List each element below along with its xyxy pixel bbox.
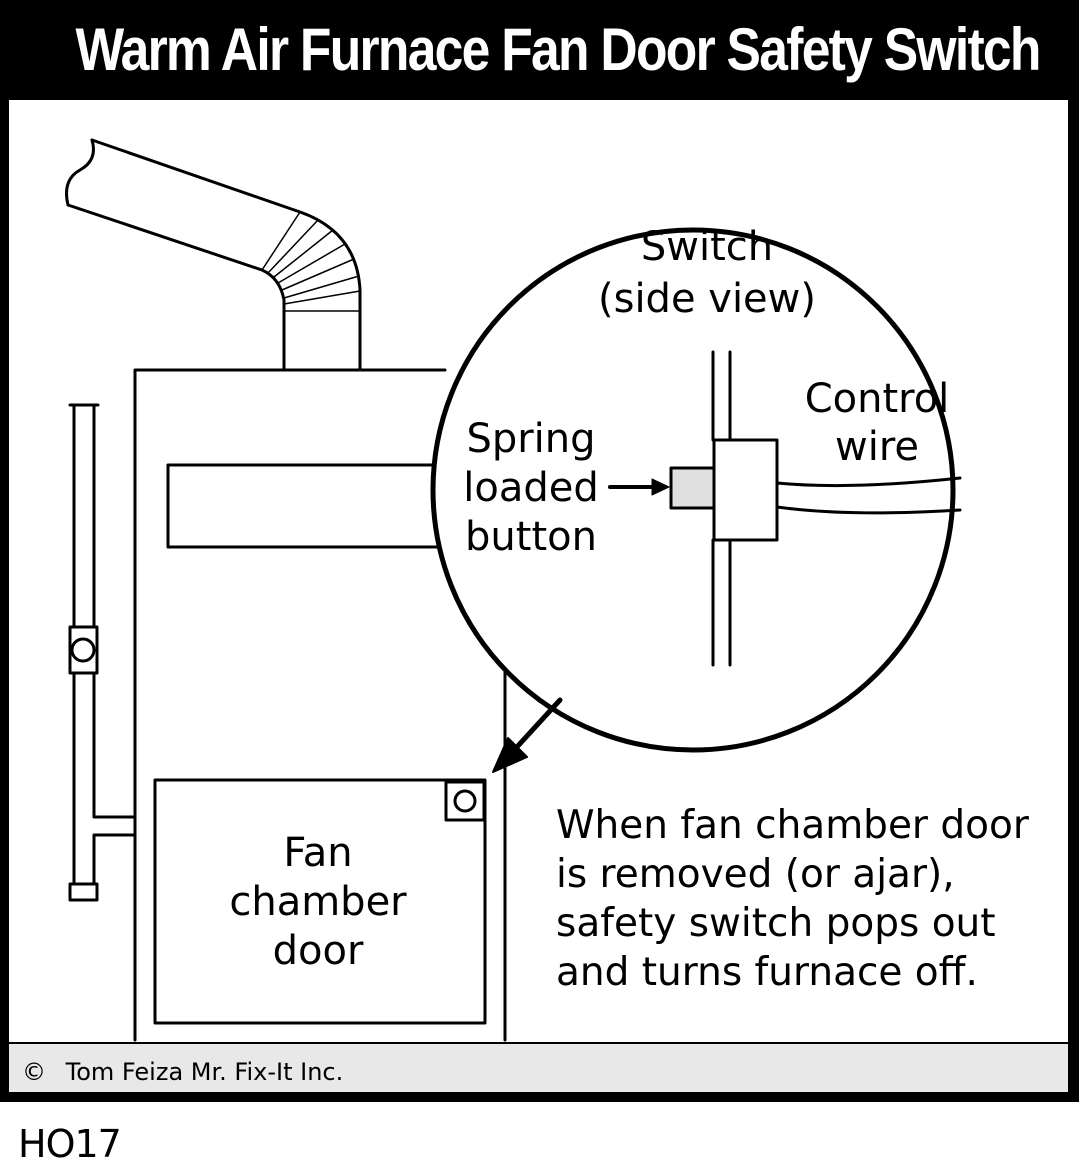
copyright-symbol: © <box>22 1058 46 1086</box>
button-arrow-head <box>651 478 670 496</box>
switch-label-line2: (side view) <box>598 276 816 322</box>
pointer-arrow-head <box>492 737 528 773</box>
note-line1: When fan chamber door <box>556 803 1030 848</box>
door-label-line1: Fan <box>283 830 352 876</box>
duct-ribs <box>261 211 361 312</box>
duct-cut-end <box>65 138 95 207</box>
title-bar: Warm Air Furnace Fan Door Safety Switch <box>0 0 1079 100</box>
illustration-code: HO17 <box>18 1122 122 1166</box>
control-wire-label-line1: Control <box>805 376 950 422</box>
spring-label-line3: button <box>465 514 597 560</box>
note-line3: safety switch pops out <box>556 901 996 946</box>
duct-elbow <box>66 138 362 372</box>
spring-label-line1: Spring <box>466 416 595 462</box>
copyright-credit: © Tom Feiza Mr. Fix-It Inc. <box>22 1058 343 1086</box>
switch-body <box>712 438 779 542</box>
note-line4: and turns furnace off. <box>556 950 978 995</box>
credit-text: Tom Feiza Mr. Fix-It Inc. <box>65 1058 344 1086</box>
switch-label-line1: Switch <box>641 224 773 270</box>
door-label-line3: door <box>273 928 364 974</box>
spring-label-line2: loaded <box>463 465 599 511</box>
door-frame-rails <box>711 350 732 667</box>
note-line2: is removed (or ajar), <box>556 852 955 897</box>
control-wire-label-line2: wire <box>835 424 919 470</box>
spring-button <box>669 466 716 510</box>
footer-band <box>9 1042 1068 1092</box>
fan-chamber-door <box>153 778 487 1025</box>
gas-pipe <box>72 403 137 886</box>
control-wire-upper <box>775 476 962 488</box>
gas-valve-handle <box>70 637 96 663</box>
door-switch-button <box>453 789 477 813</box>
diagram-title: Warm Air Furnace Fan Door Safety Switch <box>75 16 1042 83</box>
gas-pipe-cap <box>68 882 99 902</box>
control-wire-lower <box>775 505 962 515</box>
furnace-diagram: Switch (side view) Control wire Spring l… <box>65 138 1030 1042</box>
door-label-line2: chamber <box>229 879 407 925</box>
filter-slot <box>166 463 442 549</box>
